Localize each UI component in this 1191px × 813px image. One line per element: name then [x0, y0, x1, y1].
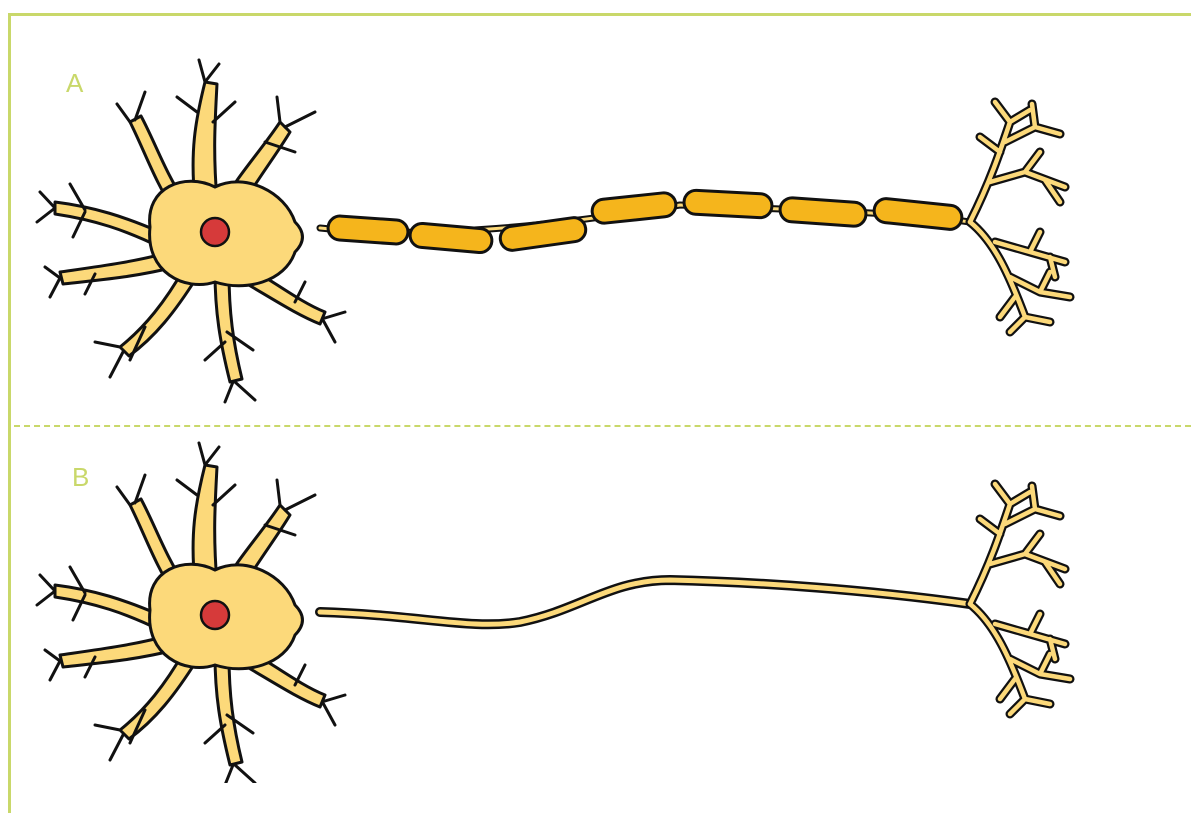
neuron-a	[37, 60, 1070, 402]
axon-terminal-a	[970, 102, 1070, 332]
myelin-segment-3	[499, 216, 588, 252]
myelin-segment-5	[683, 190, 772, 219]
myelin-segment-4	[591, 192, 677, 225]
neuron-b	[37, 443, 1070, 783]
soma-b	[37, 443, 345, 783]
myelin-segment-1	[327, 215, 408, 245]
soma-a	[37, 60, 345, 402]
myelin-sheath	[327, 190, 963, 254]
myelin-segment-7	[873, 197, 963, 230]
axon-terminal-b	[970, 484, 1070, 714]
neuron-diagram	[0, 0, 1191, 783]
myelin-segment-2	[409, 222, 493, 253]
myelin-segment-6	[779, 197, 866, 227]
